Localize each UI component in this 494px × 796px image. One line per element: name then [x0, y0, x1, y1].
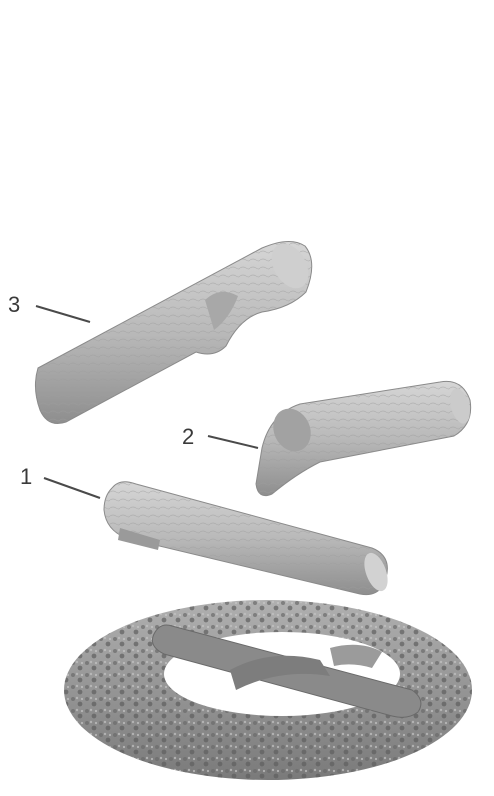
callout-2-leader	[208, 436, 258, 448]
callout-3: 3	[8, 292, 90, 322]
callout-3-label: 3	[8, 292, 20, 317]
callout-1-label: 1	[20, 464, 32, 489]
log-2	[256, 381, 473, 495]
log-1	[104, 482, 392, 595]
callout-2: 2	[182, 424, 258, 449]
ember-grate	[64, 600, 472, 780]
callout-1: 1	[20, 464, 100, 498]
callout-1-leader	[44, 478, 100, 498]
callout-2-label: 2	[182, 424, 194, 449]
callout-3-leader	[36, 306, 90, 322]
log-3	[35, 237, 315, 423]
